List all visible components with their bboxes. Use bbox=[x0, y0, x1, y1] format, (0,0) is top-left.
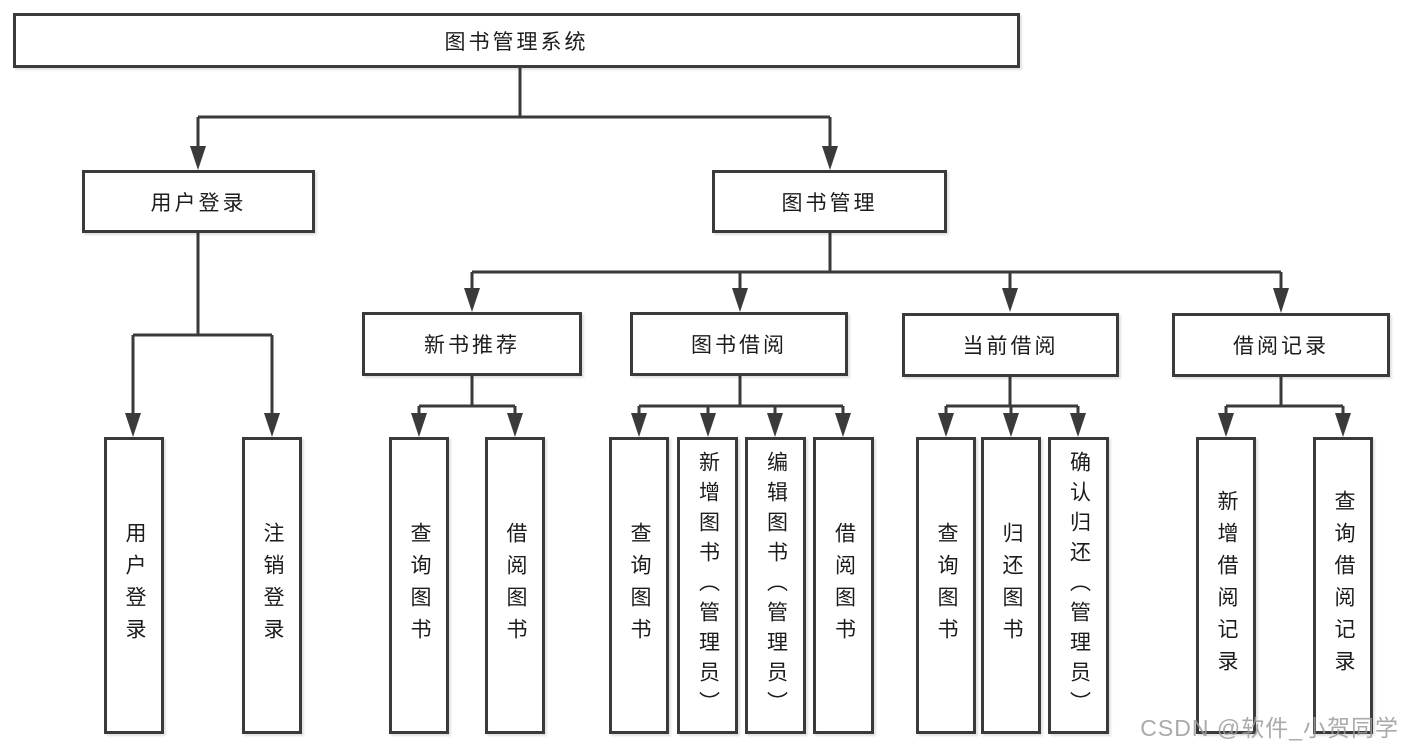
node-book-management: 图书管理 bbox=[712, 170, 947, 233]
leaf-return-book: 归还图书 bbox=[981, 437, 1041, 734]
node-label: 图书管理系统 bbox=[444, 30, 589, 54]
leaf-label: 确认归还（管理员） bbox=[1067, 450, 1091, 721]
node-label: 借阅记录 bbox=[1233, 335, 1329, 358]
node-borrow-records: 借阅记录 bbox=[1172, 313, 1390, 377]
leaf-label: 查询图书 bbox=[408, 521, 431, 650]
node-label: 图书借阅 bbox=[691, 334, 787, 357]
leaf-label: 编辑图书（管理员） bbox=[764, 450, 788, 721]
leaf-label: 注销登录 bbox=[261, 521, 284, 650]
connector-book-borrow-children bbox=[631, 376, 851, 437]
node-new-book-recommend: 新书推荐 bbox=[362, 312, 582, 376]
leaf-query-books-current: 查询图书 bbox=[916, 437, 976, 734]
connector-current-borrow-children bbox=[938, 377, 1086, 437]
leaf-label: 查询图书 bbox=[628, 521, 651, 650]
leaf-label: 用户登录 bbox=[123, 521, 146, 650]
leaf-label: 借阅图书 bbox=[504, 521, 527, 650]
leaf-user-login: 用户登录 bbox=[104, 437, 164, 734]
node-label: 用户登录 bbox=[150, 191, 247, 215]
leaf-confirm-return-admin: 确认归还（管理员） bbox=[1048, 437, 1109, 734]
node-library-system: 图书管理系统 bbox=[13, 13, 1020, 68]
leaf-add-book-admin: 新增图书（管理员） bbox=[677, 437, 738, 734]
leaf-label: 借阅图书 bbox=[832, 521, 856, 650]
node-label: 图书管理 bbox=[781, 191, 878, 215]
connector-borrow-records-children bbox=[1218, 377, 1351, 437]
leaf-add-borrow-record: 新增借阅记录 bbox=[1196, 437, 1256, 734]
node-user-login: 用户登录 bbox=[82, 170, 315, 233]
leaf-borrow-books-borrowing: 借阅图书 bbox=[813, 437, 874, 734]
leaf-label: 新增借阅记录 bbox=[1215, 489, 1238, 682]
node-current-borrowing: 当前借阅 bbox=[902, 313, 1119, 377]
node-label: 当前借阅 bbox=[962, 335, 1059, 358]
leaf-label: 新增图书（管理员） bbox=[696, 450, 720, 721]
leaf-borrow-books-recommend: 借阅图书 bbox=[485, 437, 545, 734]
connector-root-to-level2 bbox=[190, 67, 838, 170]
leaf-query-borrow-record: 查询借阅记录 bbox=[1313, 437, 1373, 734]
leaf-query-books-recommend: 查询图书 bbox=[389, 437, 449, 734]
leaf-label: 查询借阅记录 bbox=[1332, 489, 1355, 682]
connector-new-book-children bbox=[411, 376, 523, 437]
leaf-edit-book-admin: 编辑图书（管理员） bbox=[745, 437, 806, 734]
connector-book-mgmt-children bbox=[464, 233, 1289, 313]
leaf-label: 归还图书 bbox=[1000, 521, 1023, 650]
connector-user-login-children bbox=[125, 233, 280, 437]
leaf-logout-login: 注销登录 bbox=[242, 437, 302, 734]
node-label: 新书推荐 bbox=[424, 334, 520, 357]
node-book-borrowing: 图书借阅 bbox=[630, 312, 848, 376]
leaf-label: 查询图书 bbox=[935, 521, 958, 650]
leaf-query-books-borrowing: 查询图书 bbox=[609, 437, 669, 734]
